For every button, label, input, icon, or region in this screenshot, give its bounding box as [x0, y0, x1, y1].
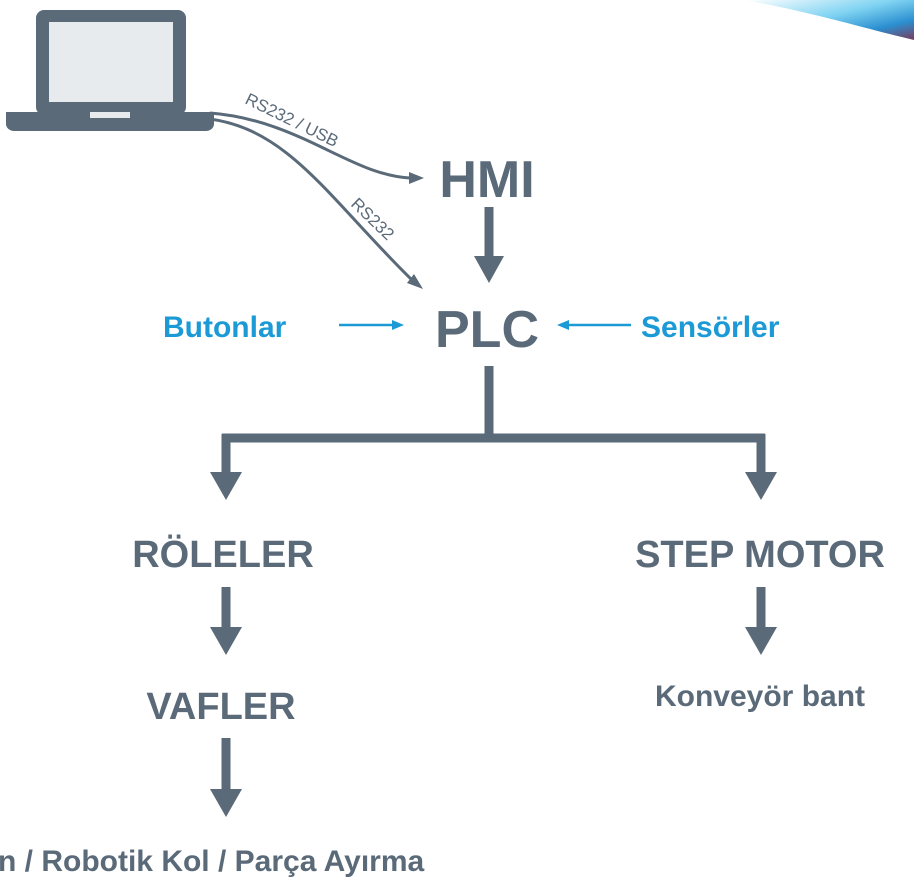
arrow-relays-valves [210, 587, 242, 655]
node-actuators: n / Robotik Kol / Parça Ayırma [0, 845, 425, 878]
link-pc-plc [209, 117, 423, 289]
node-step-motor: STEP MOTOR [635, 534, 885, 576]
link-pc-hmi [209, 111, 424, 184]
corner-decoration [745, 0, 914, 40]
node-conveyor: Konveyör bant [655, 680, 865, 713]
arrow-buttons-plc [339, 320, 404, 330]
node-sensors: Sensörler [641, 311, 780, 344]
node-relays: RÖLELER [132, 533, 314, 576]
branch-plc-outputs [210, 366, 777, 500]
arrow-step-conveyor [745, 587, 777, 655]
node-valves: VAFLER [146, 686, 295, 728]
node-buttons: Butonlar [163, 311, 287, 344]
arrow-valves-outputs [210, 738, 242, 817]
node-hmi: HMI [439, 151, 534, 209]
arrow-hmi-plc [474, 207, 504, 283]
node-plc: PLC [435, 301, 539, 359]
laptop-icon [6, 10, 214, 131]
arrow-sensors-plc [557, 320, 631, 330]
